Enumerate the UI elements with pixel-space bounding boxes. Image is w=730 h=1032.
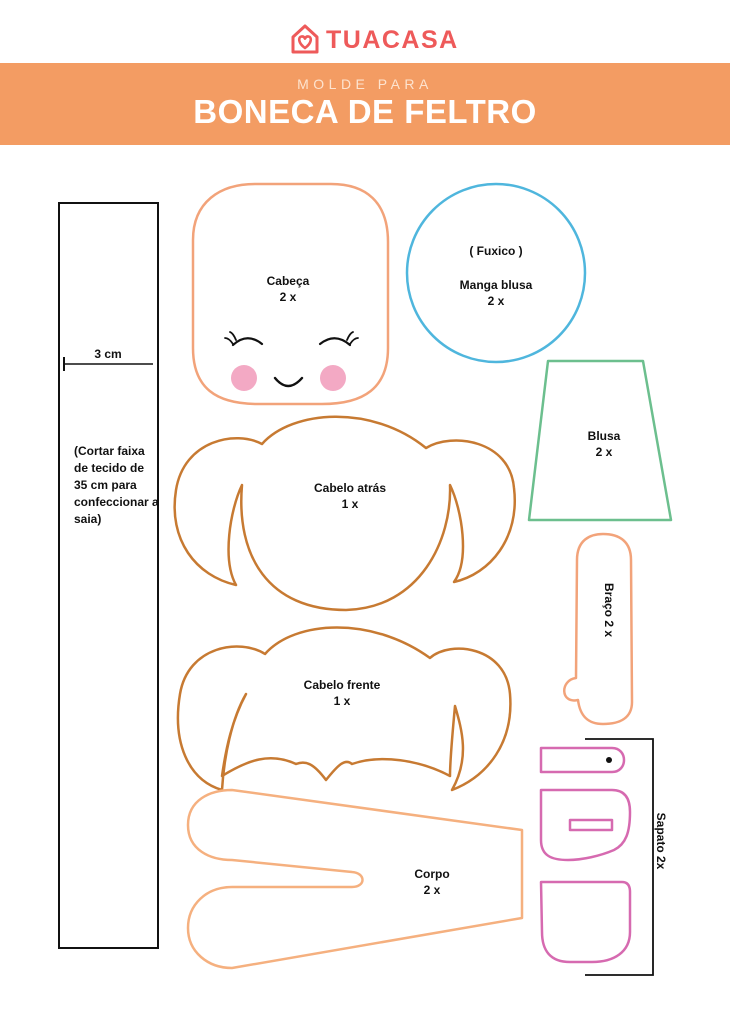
fuxico-name: Manga blusa [459,278,533,292]
skirt-note: (Cortar faixa de tecido de 35 cm para co… [74,444,159,526]
body-qty: 2 x [423,883,441,897]
strip-width-label: 3 cm [94,347,122,361]
right-cheek [320,365,346,391]
head-qty: 2 x [279,290,297,304]
fuxico-piece [405,182,587,364]
fuxico-qty: 2 x [487,294,505,308]
body-name: Corpo [414,867,450,881]
body-piece [186,788,524,970]
hair-back-qty: 1 x [341,497,359,511]
hair-front-name: Cabelo frente [303,678,381,692]
brand-header: TUACASA [0,22,730,58]
shoe-pieces [539,738,654,976]
blouse-name: Blusa [587,429,621,443]
house-heart-icon [288,22,322,61]
head-piece [191,182,390,406]
hair-back-piece [173,415,517,612]
fuxico-note: ( Fuxico ) [469,244,523,258]
head-name: Cabeça [266,274,310,288]
blouse-qty: 2 x [595,445,613,459]
hair-front-qty: 1 x [333,694,351,708]
banner-title: BONECA DE FELTRO [193,93,537,130]
skirt-strip [58,202,159,949]
arm-piece [563,532,634,726]
banner-subtitle: MOLDE PARA [297,76,433,92]
title-banner: MOLDE PARA BONECA DE FELTRO [0,63,730,145]
smile [273,376,304,388]
left-cheek [231,365,257,391]
brand-name: TUACASA [326,26,459,54]
arm-label: Braço 2 x [602,582,616,638]
hair-back-name: Cabelo atrás [313,481,387,495]
blouse-piece [527,359,673,522]
shoe-label: Sapato 2x [654,812,668,870]
